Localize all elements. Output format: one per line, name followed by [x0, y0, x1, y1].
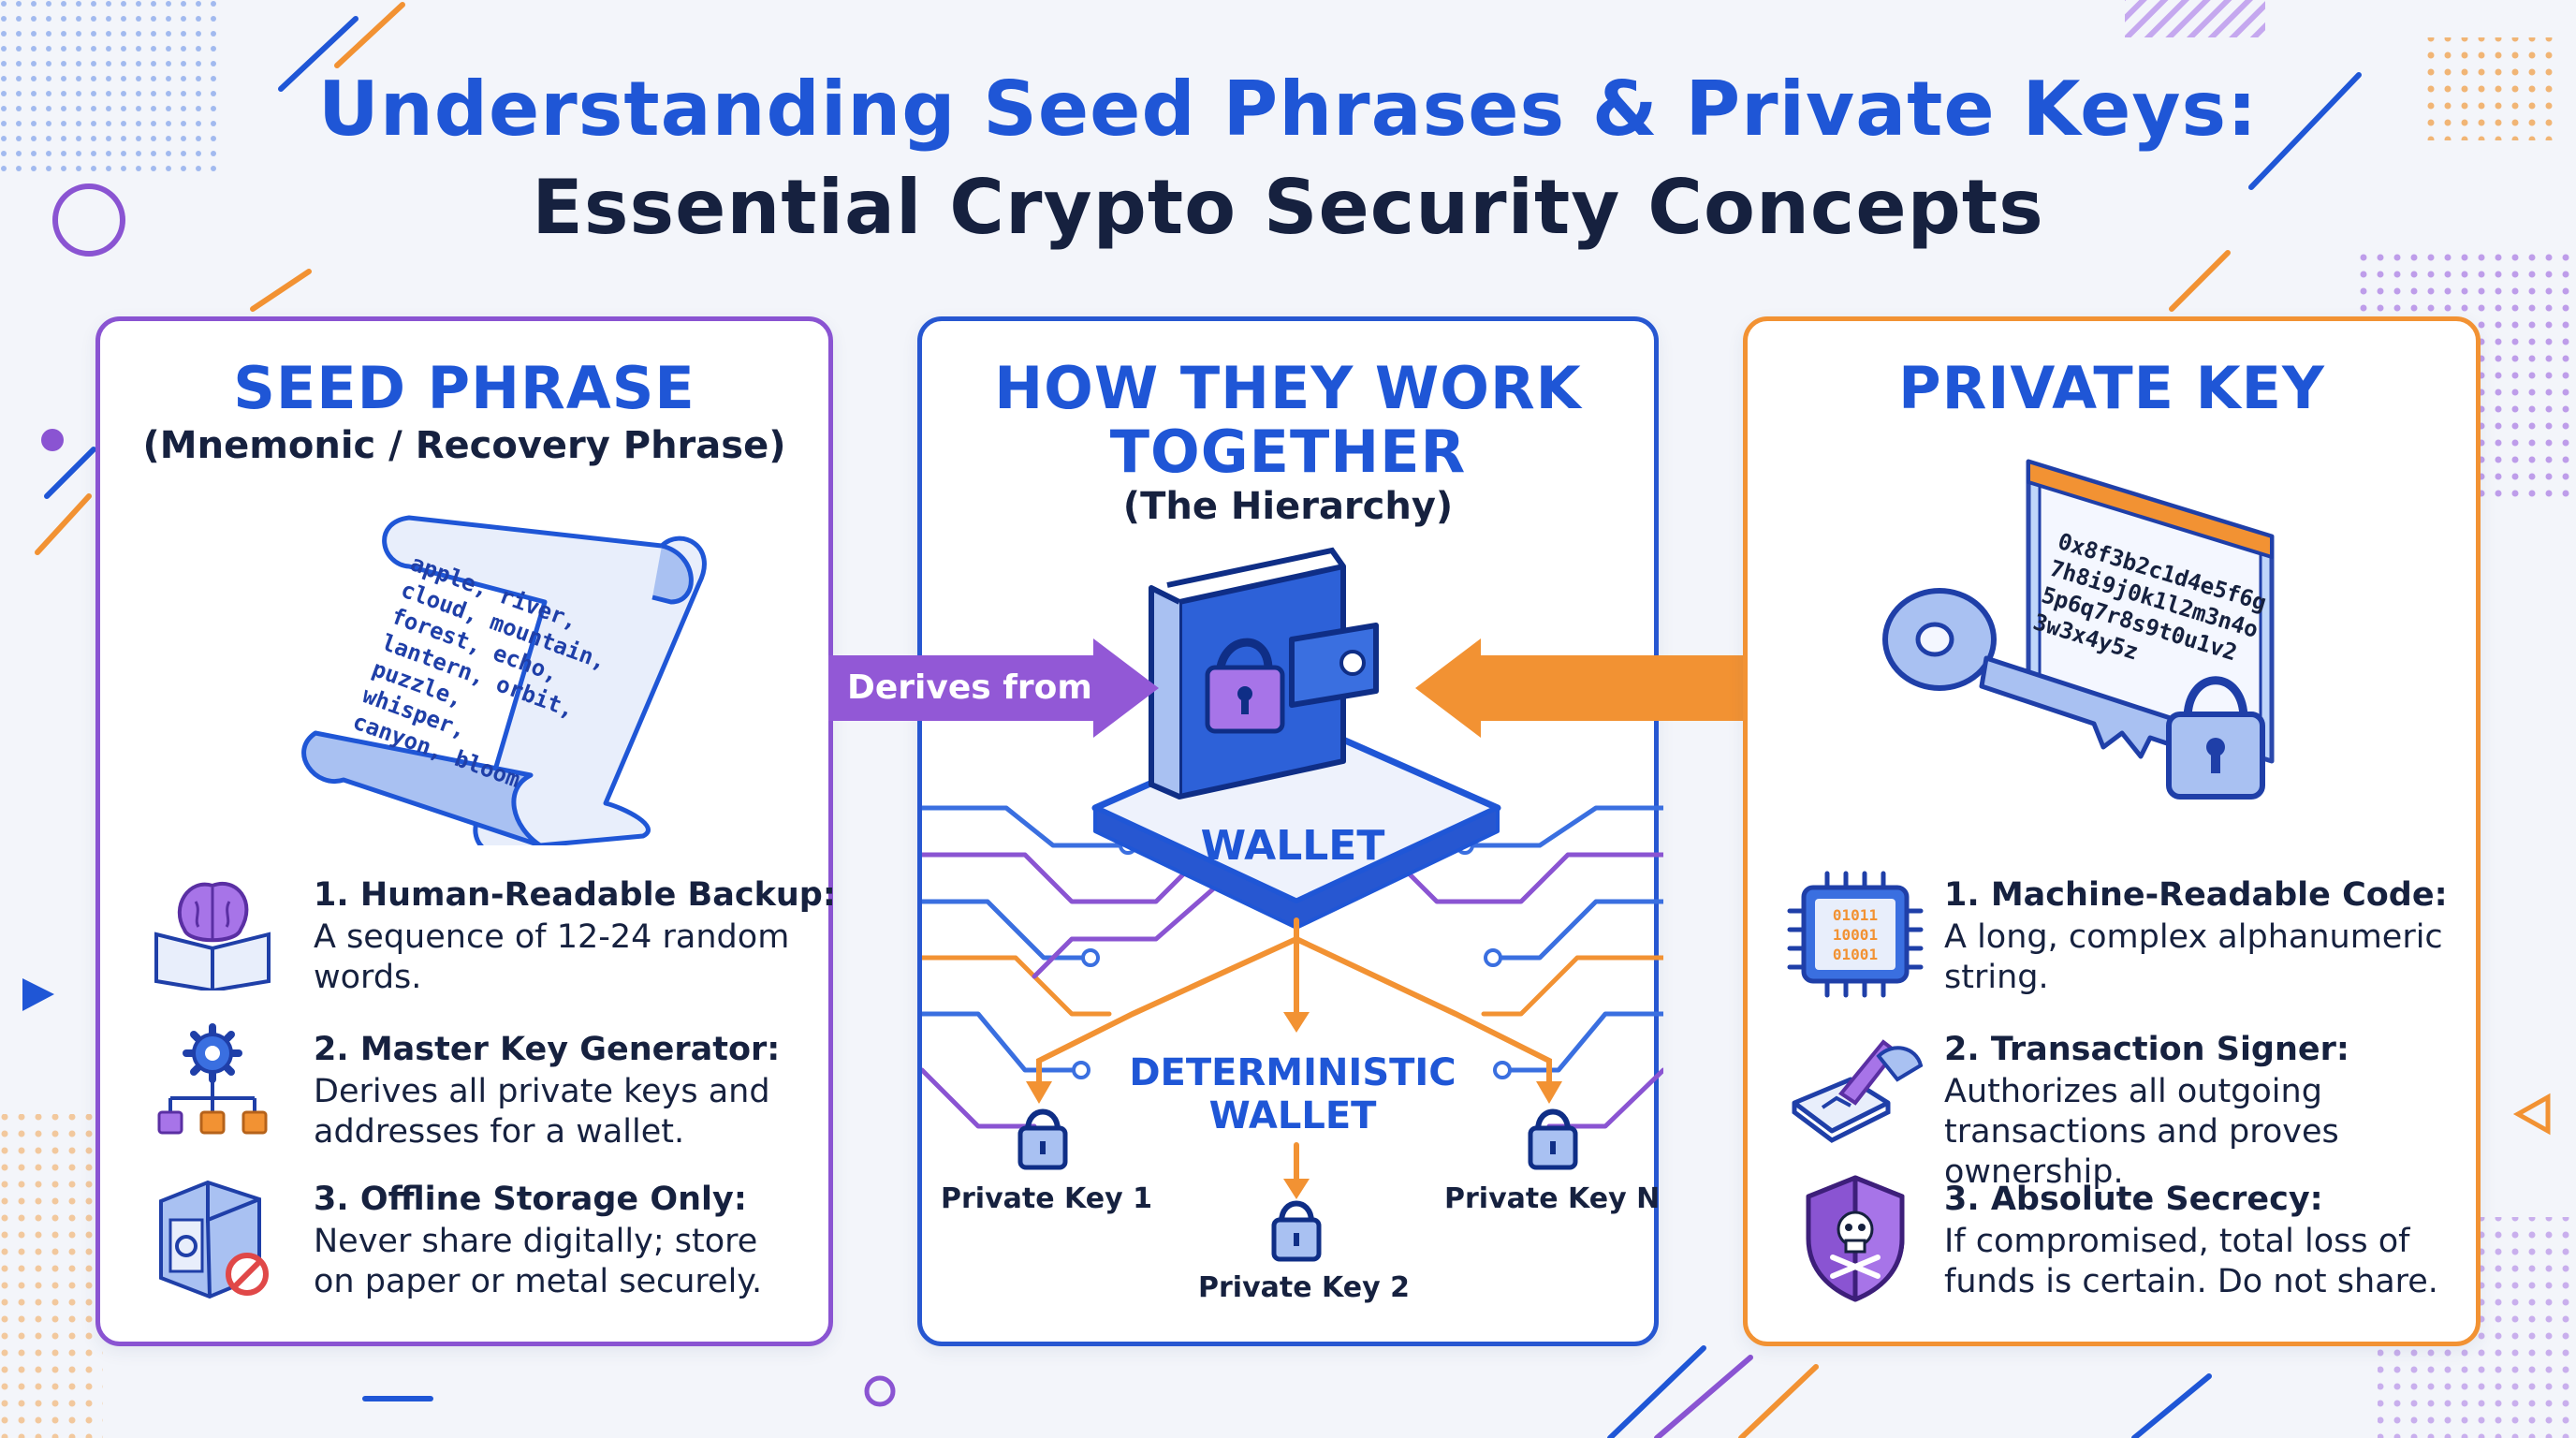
- key-feature-1-title: 1. Machine-Readable Code:: [1944, 876, 2448, 914]
- key-feature-3-title: 3. Absolute Secrecy:: [1944, 1181, 2323, 1218]
- gear-hierarchy-icon: [157, 1023, 268, 1135]
- seed-phrase-subtitle: (Mnemonic / Recovery Phrase): [142, 424, 786, 467]
- key-feature-3-desc: If compromised, total loss of funds is c…: [1944, 1223, 2438, 1300]
- key-screen-illustration: 0x8f3b2c1d4e5f6g 7h8i9j0k1l2m3n4o 5p6q7r…: [1882, 459, 2275, 800]
- key-feature-2-title: 2. Transaction Signer:: [1944, 1031, 2349, 1068]
- derives-from-label: Derives from: [847, 668, 1092, 707]
- chip-icon: 01011 10001 01001: [1787, 871, 1924, 998]
- seed-feature-1-desc: A sequence of 12-24 random words.: [314, 918, 790, 996]
- lock-icon: [1271, 1200, 1322, 1262]
- seed-feature-2-title: 2. Master Key Generator:: [314, 1031, 781, 1068]
- lock-icon: [1017, 1108, 1068, 1170]
- wallet-label: WALLET: [1200, 822, 1385, 870]
- private-key-1-label: Private Key 1: [941, 1182, 1152, 1215]
- key-feature-2-desc: Authorizes all outgoing transactions and…: [1944, 1073, 2339, 1191]
- chip-bits: 01001: [1833, 946, 1878, 963]
- seed-feature-1-title: 1. Human-Readable Backup:: [314, 876, 836, 914]
- key-icon: [1882, 588, 2190, 759]
- chip-bits: 01011: [1833, 906, 1878, 924]
- hierarchy-subtitle: (The Hierarchy): [1122, 485, 1454, 528]
- skull-shield-icon: [1806, 1175, 1905, 1302]
- deterministic-line-1: DETERMINISTIC: [1129, 1051, 1456, 1094]
- private-key-2-label: Private Key 2: [1198, 1271, 1410, 1304]
- seed-phrase-panel: SEED PHRASE (Mnemonic / Recovery Phrase)…: [95, 316, 836, 1346]
- private-key-panel: PRIVATE KEY 0x8f3b2c1d4e5f6g 7h8i9j0k1l2…: [1743, 316, 2481, 1346]
- signing-icon: [1792, 1039, 1924, 1143]
- hierarchy-panel: HOW THEY WORK TOGETHER (The Hierarchy) W…: [917, 316, 1663, 1346]
- padlock-icon: [2166, 676, 2265, 800]
- wallet-icon: [1149, 547, 1379, 800]
- key-feature-1-desc: A long, complex alphanumeric string.: [1944, 918, 2443, 996]
- scroll-icon: apple, river, cloud, mountain, forest, e…: [301, 515, 707, 845]
- hierarchy-title-line-2: TOGETHER: [1109, 418, 1467, 486]
- deterministic-line-2: WALLET: [1208, 1094, 1377, 1137]
- hierarchy-title-line-1: HOW THEY WORK: [994, 354, 1582, 422]
- lock-icon: [1528, 1108, 1578, 1170]
- seed-feature-3-title: 3. Offline Storage Only:: [314, 1181, 747, 1218]
- circuit-lines: [922, 547, 1663, 1262]
- private-key-title: PRIVATE KEY: [1898, 354, 2325, 422]
- deterministic-wallet-label: DETERMINISTIC WALLET: [922, 1051, 1663, 1137]
- seed-feature-2-desc: Derives all private keys and addresses f…: [314, 1073, 770, 1151]
- main-subtitle: Essential Crypto Security Concepts: [532, 164, 2044, 251]
- private-key-n-label: Private Key N: [1444, 1182, 1661, 1215]
- brain-book-icon: [154, 882, 271, 990]
- seed-phrase-title: SEED PHRASE: [233, 354, 695, 422]
- chip-bits: 10001: [1833, 926, 1878, 944]
- main-title: Understanding Seed Phrases & Private Key…: [317, 66, 2259, 153]
- seed-feature-3-desc: Never share digitally; store on paper or…: [314, 1223, 763, 1300]
- safe-icon: [159, 1180, 269, 1299]
